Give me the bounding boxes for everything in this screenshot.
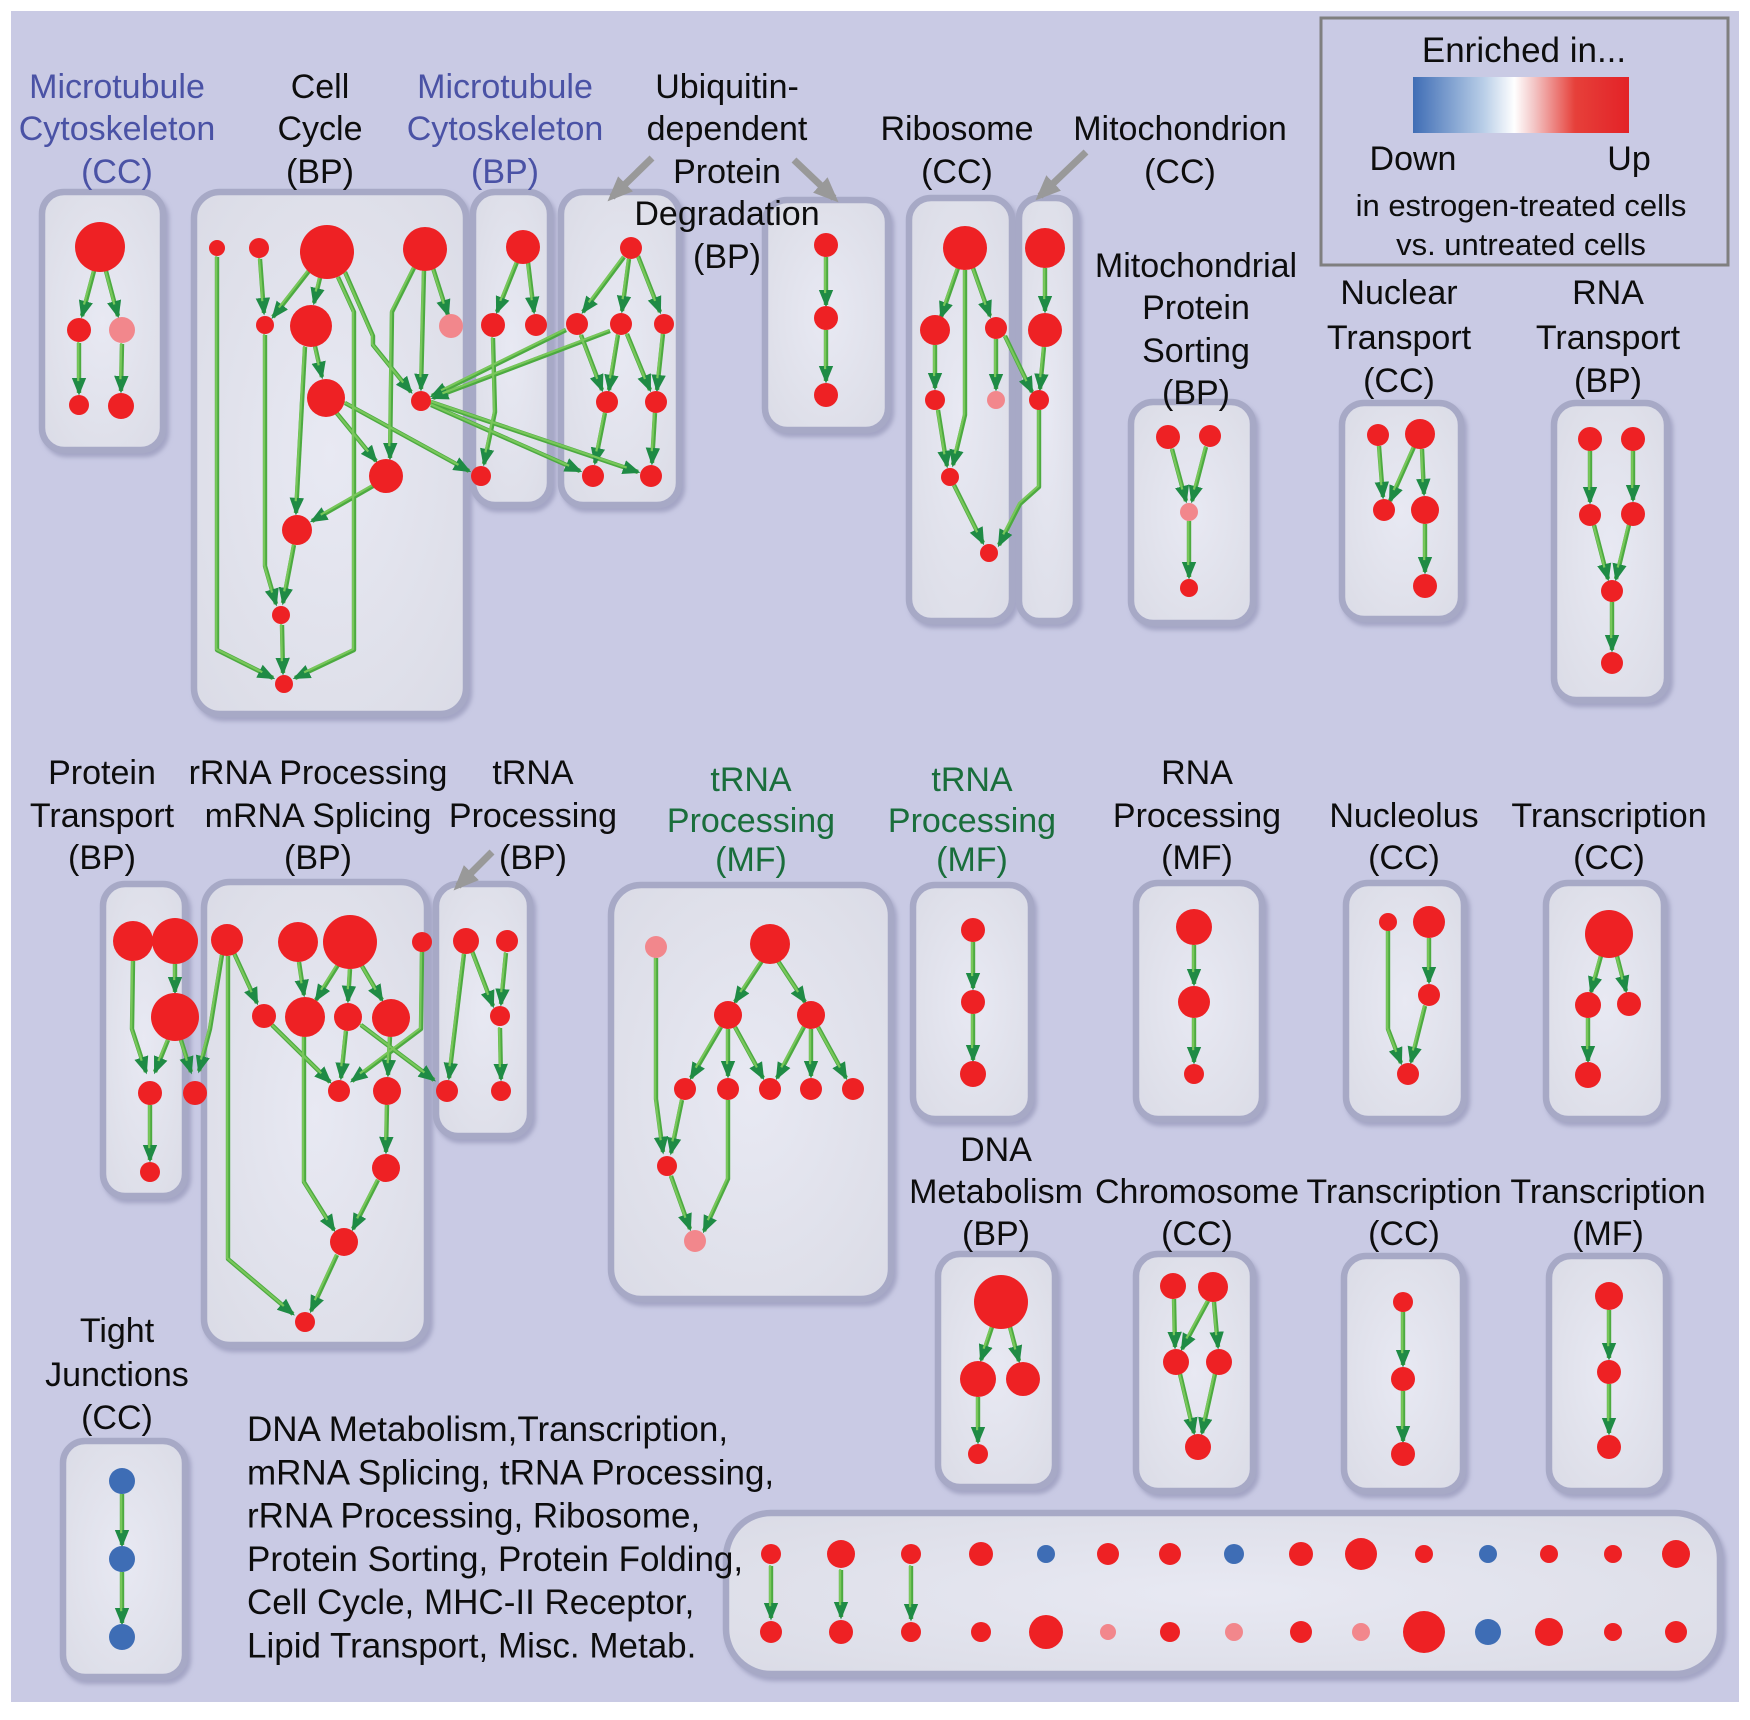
svg-text:Transport: Transport: [1327, 319, 1472, 357]
svg-text:Nucleolus: Nucleolus: [1329, 797, 1478, 835]
svg-text:Protein: Protein: [48, 754, 156, 792]
svg-text:(MF): (MF): [715, 841, 787, 879]
svg-text:(MF): (MF): [1161, 839, 1233, 877]
svg-text:RNA: RNA: [1161, 754, 1233, 792]
svg-text:dependent: dependent: [647, 110, 808, 148]
svg-text:Transport: Transport: [1536, 319, 1681, 357]
svg-text:(CC): (CC): [1363, 362, 1435, 400]
svg-text:rRNA Processing, Ribosome,: rRNA Processing, Ribosome,: [247, 1497, 700, 1536]
svg-text:Metabolism: Metabolism: [909, 1173, 1083, 1211]
svg-text:(CC): (CC): [1368, 839, 1440, 877]
svg-text:(MF): (MF): [1572, 1215, 1644, 1253]
svg-text:Processing: Processing: [449, 797, 617, 835]
svg-text:mRNA Splicing, tRNA Processing: mRNA Splicing, tRNA Processing,: [247, 1453, 774, 1492]
svg-text:Degradation: Degradation: [634, 195, 819, 233]
svg-text:(BP): (BP): [693, 238, 761, 276]
svg-text:(CC): (CC): [1573, 839, 1645, 877]
svg-text:Protein: Protein: [1142, 289, 1250, 327]
svg-text:Cycle: Cycle: [277, 110, 362, 148]
svg-text:Enriched in...: Enriched in...: [1422, 31, 1626, 70]
svg-text:(BP): (BP): [286, 153, 354, 191]
svg-text:Transport: Transport: [30, 797, 175, 835]
svg-text:Cell: Cell: [291, 68, 350, 106]
svg-text:Lipid Transport, Misc. Metab.: Lipid Transport, Misc. Metab.: [247, 1627, 696, 1666]
svg-text:Microtubule: Microtubule: [417, 68, 593, 106]
svg-text:RNA: RNA: [1572, 274, 1644, 312]
svg-text:tRNA: tRNA: [931, 761, 1013, 799]
svg-text:(BP): (BP): [1574, 362, 1642, 400]
svg-text:Cell Cycle, MHC-II Receptor,: Cell Cycle, MHC-II Receptor,: [247, 1583, 694, 1622]
svg-text:DNA: DNA: [960, 1131, 1032, 1169]
svg-text:(CC): (CC): [1368, 1215, 1440, 1253]
svg-text:Processing: Processing: [888, 802, 1056, 840]
svg-text:Junctions: Junctions: [45, 1356, 189, 1394]
svg-text:Mitochondrial: Mitochondrial: [1095, 247, 1297, 285]
svg-text:Mitochondrion: Mitochondrion: [1073, 110, 1287, 148]
svg-text:(BP): (BP): [471, 153, 539, 191]
svg-text:Cytoskeleton: Cytoskeleton: [19, 110, 216, 148]
svg-text:Transcription: Transcription: [1510, 1173, 1705, 1211]
svg-text:tRNA: tRNA: [492, 754, 574, 792]
svg-text:(CC): (CC): [81, 153, 153, 191]
svg-text:Processing: Processing: [667, 802, 835, 840]
svg-text:vs. untreated cells: vs. untreated cells: [1396, 227, 1646, 262]
svg-text:Processing: Processing: [1113, 797, 1281, 835]
svg-text:(BP): (BP): [1162, 374, 1230, 412]
svg-text:Nuclear: Nuclear: [1340, 274, 1457, 312]
svg-text:Cytoskeleton: Cytoskeleton: [407, 110, 604, 148]
svg-text:Sorting: Sorting: [1142, 332, 1250, 370]
svg-text:DNA Metabolism,Transcription,: DNA Metabolism,Transcription,: [247, 1410, 728, 1449]
svg-text:Down: Down: [1370, 140, 1457, 178]
svg-text:Tight: Tight: [80, 1312, 155, 1350]
svg-text:(MF): (MF): [936, 841, 1008, 879]
svg-text:Ribosome: Ribosome: [880, 110, 1033, 148]
svg-text:in estrogen-treated cells: in estrogen-treated cells: [1356, 188, 1687, 223]
svg-text:Up: Up: [1607, 140, 1650, 178]
svg-text:Protein Sorting, Protein Foldi: Protein Sorting, Protein Folding,: [247, 1540, 743, 1579]
svg-text:Transcription: Transcription: [1511, 797, 1706, 835]
svg-text:(CC): (CC): [921, 153, 993, 191]
svg-text:rRNA Processing: rRNA Processing: [189, 754, 448, 792]
svg-text:(BP): (BP): [499, 839, 567, 877]
svg-text:(CC): (CC): [1144, 153, 1216, 191]
svg-text:(BP): (BP): [68, 839, 136, 877]
svg-text:Chromosome: Chromosome: [1095, 1173, 1299, 1211]
svg-text:tRNA: tRNA: [710, 761, 792, 799]
svg-text:Protein: Protein: [673, 153, 781, 191]
svg-text:Ubiquitin-: Ubiquitin-: [655, 68, 799, 106]
svg-text:(BP): (BP): [962, 1215, 1030, 1253]
svg-text:(BP): (BP): [284, 839, 352, 877]
svg-text:(CC): (CC): [1161, 1215, 1233, 1253]
svg-text:Transcription: Transcription: [1306, 1173, 1501, 1211]
svg-text:(CC): (CC): [81, 1399, 153, 1437]
svg-text:mRNA Splicing: mRNA Splicing: [205, 797, 432, 835]
svg-text:Microtubule: Microtubule: [29, 68, 205, 106]
